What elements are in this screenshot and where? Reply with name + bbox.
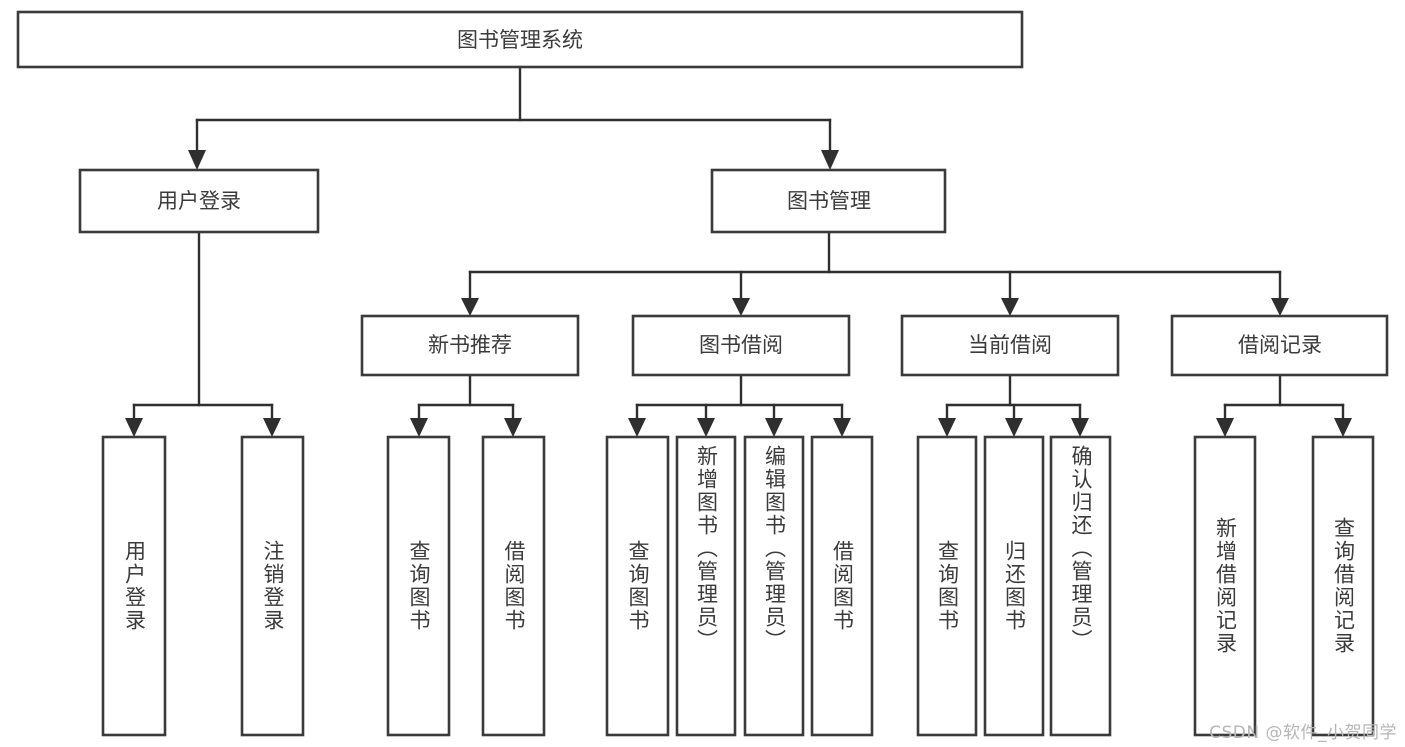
arrow-leaf-query-books-borrow xyxy=(628,418,646,437)
arrow-leaf-user-login xyxy=(125,418,143,437)
leaf-return-books-box[interactable] xyxy=(983,435,1045,737)
leaf-borrow-books-box[interactable] xyxy=(810,435,874,737)
current-borrow-label: 当前借阅 xyxy=(968,333,1052,357)
arrow-to-book-management xyxy=(821,150,839,170)
arrow-leaf-edit-book-admin xyxy=(765,418,783,437)
root-box[interactable] xyxy=(16,10,1024,69)
arrow-to-new-book-recommend xyxy=(461,298,479,316)
new-book-recommend-label: 新书推荐 xyxy=(428,333,512,357)
arrow-leaf-borrow-books xyxy=(833,418,851,437)
borrow-records-box[interactable] xyxy=(1170,314,1389,377)
arrow-to-current-borrow xyxy=(1001,298,1019,316)
borrow-records-label: 借阅记录 xyxy=(1238,333,1322,357)
arrow-to-borrow-records xyxy=(1271,298,1289,316)
node-current-borrow[interactable]: 当前借阅 xyxy=(900,314,1120,377)
arrow-leaf-borrow-books-recommend xyxy=(504,418,522,437)
leaf-user-login-box[interactable] xyxy=(101,435,167,737)
new-book-recommend-box[interactable] xyxy=(360,314,580,377)
csdn-watermark: CSDN @软件_小贺同学 xyxy=(1209,723,1397,743)
leaf-confirm-return-admin-box[interactable] xyxy=(1049,435,1112,737)
arrow-to-book-borrow xyxy=(732,298,750,316)
node-user-login[interactable]: 用户登录 xyxy=(78,168,320,234)
node-root[interactable]: 图书管理系统 xyxy=(16,10,1024,69)
leaf-borrow-books-recommend-box[interactable] xyxy=(481,435,546,737)
arrow-leaf-confirm-return-admin xyxy=(1071,418,1089,437)
arrow-leaf-add-book-admin xyxy=(697,418,715,437)
arrow-leaf-logout xyxy=(263,418,281,437)
edge-group xyxy=(125,65,1352,437)
node-borrow-records[interactable]: 借阅记录 xyxy=(1170,314,1389,377)
arrow-leaf-return-books xyxy=(1005,418,1023,437)
current-borrow-box[interactable] xyxy=(900,314,1120,377)
book-management-box[interactable] xyxy=(710,168,947,234)
leaf-logout-box[interactable] xyxy=(240,435,305,737)
arrow-leaf-query-books-recommend xyxy=(410,418,428,437)
root-label: 图书管理系统 xyxy=(457,28,583,52)
user-login-label: 用户登录 xyxy=(157,189,241,213)
node-book-borrow[interactable]: 图书借阅 xyxy=(631,314,851,377)
arrow-leaf-add-borrow-record xyxy=(1216,418,1234,437)
leaf-add-book-admin-box[interactable] xyxy=(675,435,737,737)
leaf-query-books-recommend-box[interactable] xyxy=(386,435,451,737)
book-borrow-box[interactable] xyxy=(631,314,851,377)
leaf-query-books-current-box[interactable] xyxy=(916,435,978,737)
arrow-to-user-login xyxy=(188,150,206,170)
book-borrow-label: 图书借阅 xyxy=(699,333,783,357)
leaf-edit-book-admin-box[interactable] xyxy=(743,435,805,737)
arrow-leaf-query-borrow-record xyxy=(1334,418,1352,437)
leaf-box-group xyxy=(101,435,1375,737)
node-book-management[interactable]: 图书管理 xyxy=(710,168,947,234)
book-management-label: 图书管理 xyxy=(787,189,871,213)
leaf-query-books-borrow-box[interactable] xyxy=(605,435,670,737)
leaf-add-borrow-record-box[interactable] xyxy=(1193,435,1257,737)
arrow-leaf-query-books-current xyxy=(938,418,956,437)
leaf-query-borrow-record-box[interactable] xyxy=(1311,435,1375,737)
user-login-box[interactable] xyxy=(78,168,320,234)
node-new-book-recommend[interactable]: 新书推荐 xyxy=(360,314,580,377)
